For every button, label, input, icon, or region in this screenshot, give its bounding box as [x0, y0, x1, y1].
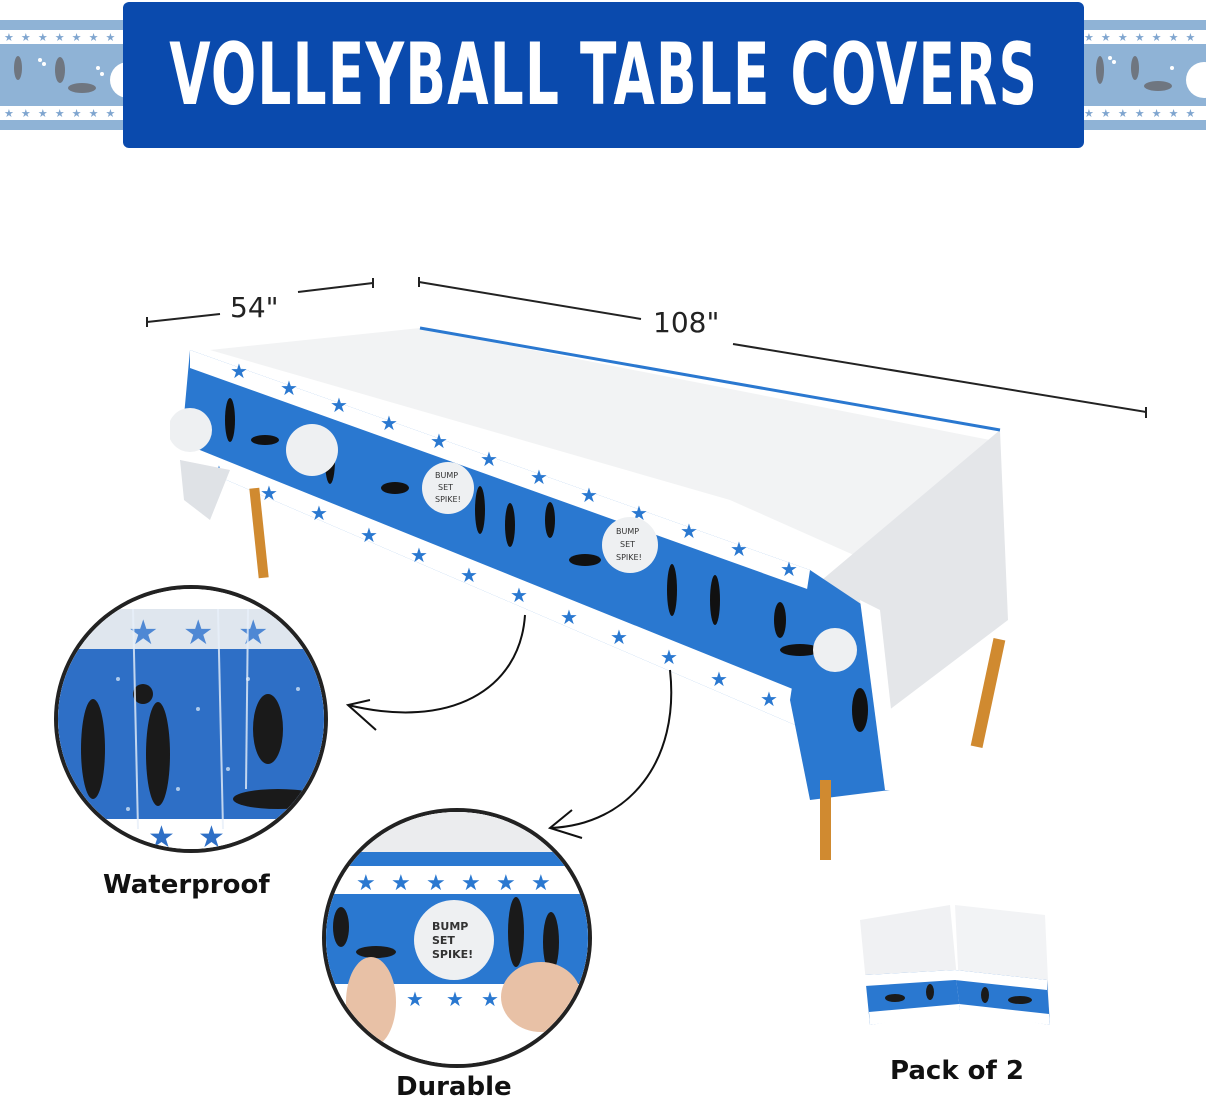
svg-text:BUMP: BUMP	[435, 471, 458, 480]
svg-text:SPIKE!: SPIKE!	[432, 948, 473, 961]
star-band: ★ ★ ★ ★ ★ ★ ★	[1080, 106, 1206, 120]
star-band: ★ ★ ★ ★ ★ ★ ★	[0, 30, 130, 44]
svg-text:★: ★	[660, 645, 678, 669]
table-cover-illustration: ★ ★ ★ ★ ★ ★ ★ ★ ★ ★ ★ ★ ★ ★ ★ ★ ★ ★ ★ ★ ★ ★ ★ ★ BUMP SET SPI…	[170, 326, 1008, 860]
svg-text:★: ★	[360, 523, 378, 547]
svg-text:★: ★	[330, 393, 348, 417]
svg-text:★: ★	[356, 871, 376, 896]
length-dimension-label: 108"	[653, 306, 720, 339]
width-dimension-label: 54"	[230, 291, 279, 324]
svg-text:★: ★	[710, 667, 728, 691]
feature-label-durable: Durable	[396, 1072, 512, 1102]
svg-text:★: ★	[531, 871, 551, 896]
svg-text:★: ★	[238, 613, 268, 653]
svg-text:★: ★	[260, 481, 278, 505]
star-band: ★ ★ ★ ★ ★ ★ ★	[1080, 30, 1206, 44]
svg-text:SPIKE!: SPIKE!	[616, 553, 642, 562]
feature-label-waterproof: Waterproof	[103, 870, 270, 900]
svg-text:BUMP: BUMP	[432, 920, 468, 933]
svg-text:SET: SET	[620, 540, 635, 549]
svg-text:★: ★	[446, 987, 464, 1011]
star-band: ★ ★ ★ ★ ★ ★ ★	[0, 106, 130, 120]
svg-text:★: ★	[198, 820, 225, 849]
svg-text:SPIKE!: SPIKE!	[435, 495, 461, 504]
svg-text:★: ★	[496, 871, 516, 896]
water-drop-icon: ★★★ ★★	[58, 589, 324, 849]
svg-text:★: ★	[391, 871, 411, 896]
curved-arrows	[345, 614, 673, 839]
svg-text:★: ★	[481, 987, 499, 1011]
svg-text:SET: SET	[438, 483, 453, 492]
svg-text:★: ★	[530, 465, 548, 489]
svg-text:★: ★	[580, 483, 598, 507]
player-silhouettes-icon	[1096, 56, 1206, 98]
svg-text:★: ★	[310, 501, 328, 525]
svg-text:★: ★	[148, 820, 175, 849]
svg-text:★: ★	[183, 613, 213, 653]
header-strip-right: ★ ★ ★ ★ ★ ★ ★ ★ ★ ★ ★ ★ ★ ★	[1080, 20, 1206, 130]
svg-text:★: ★	[510, 583, 528, 607]
svg-text:★: ★	[480, 447, 498, 471]
waterproof-feature-image: ★★★ ★★	[54, 585, 328, 853]
svg-text:★: ★	[426, 871, 446, 896]
svg-text:★: ★	[760, 687, 778, 711]
svg-text:★: ★	[730, 537, 748, 561]
svg-text:★: ★	[680, 519, 698, 543]
svg-text:★: ★	[460, 563, 478, 587]
svg-text:★: ★	[610, 625, 628, 649]
svg-text:★: ★	[406, 987, 424, 1011]
svg-text:★: ★	[461, 871, 481, 896]
dimension-lines	[146, 277, 1147, 418]
folded-packs-icon	[860, 905, 1050, 1025]
feature-label-pack-of-2: Pack of 2	[890, 1056, 1024, 1086]
page-title: VOLLEYBALL TABLE COVERS	[169, 25, 1038, 125]
svg-text:★: ★	[430, 429, 448, 453]
header-banner: VOLLEYBALL TABLE COVERS	[123, 2, 1084, 148]
svg-text:★: ★	[280, 376, 298, 400]
svg-text:★: ★	[410, 543, 428, 567]
svg-text:★: ★	[780, 557, 798, 581]
svg-text:★: ★	[380, 411, 398, 435]
svg-text:★: ★	[230, 359, 248, 383]
svg-text:SET: SET	[432, 934, 455, 947]
svg-text:BUMP: BUMP	[616, 527, 639, 536]
svg-text:★: ★	[560, 605, 578, 629]
